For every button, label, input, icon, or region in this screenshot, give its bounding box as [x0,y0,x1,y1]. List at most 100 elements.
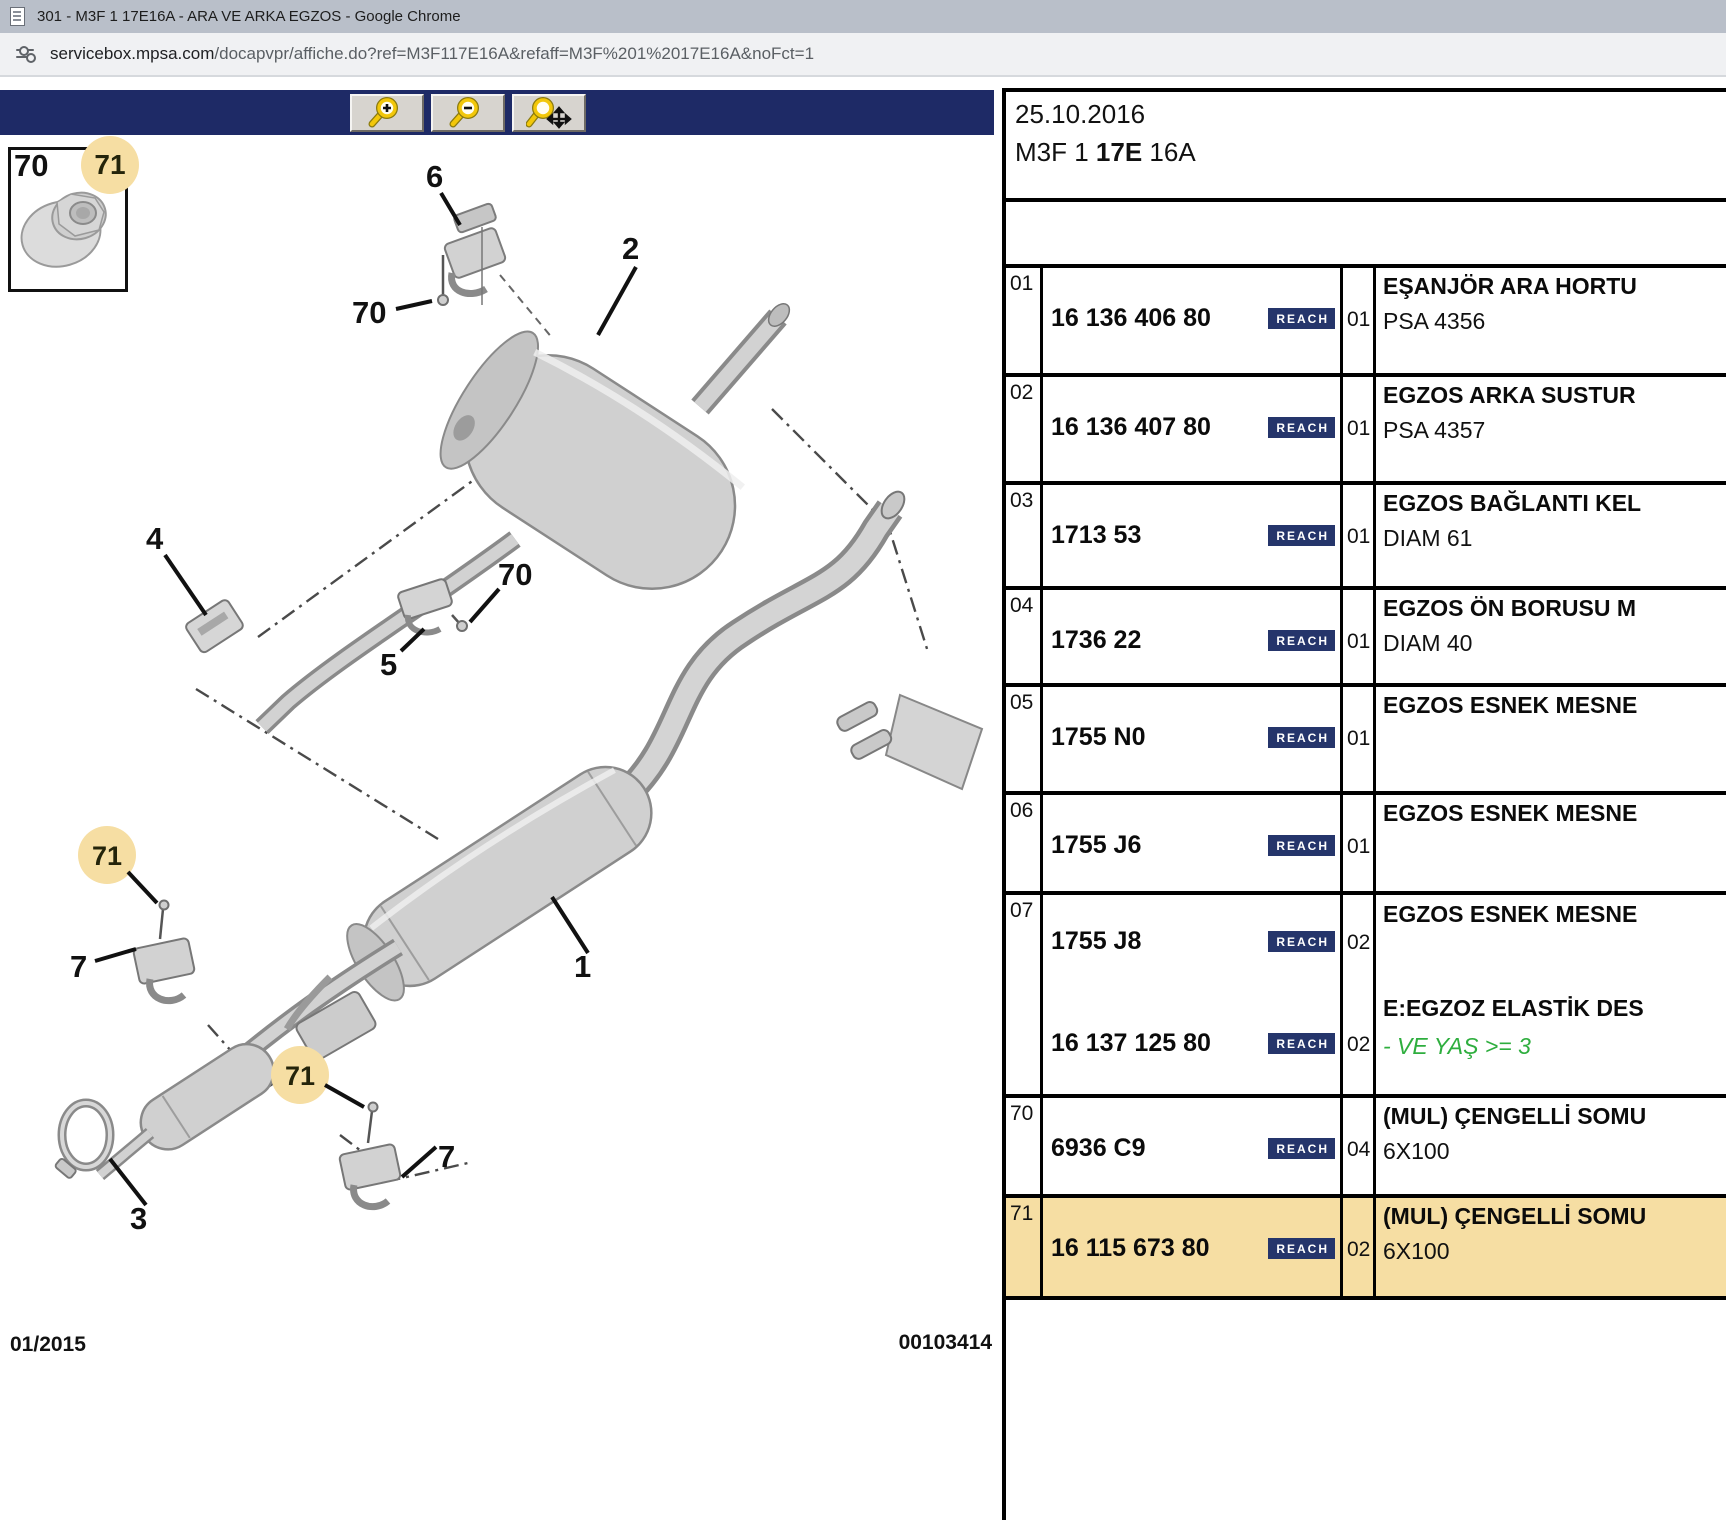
part-description: EGZOS ESNEK MESNE [1383,692,1638,718]
diagram-panel: 70 71 [0,77,994,1536]
bolt-71b [367,1101,379,1113]
callout-3: 3 [130,1201,147,1236]
middle-muffler [233,765,653,1067]
zoom-out-button[interactable] [431,93,505,132]
row-index: 71 [1006,1198,1043,1296]
window-titlebar: 301 - M3F 1 17E16A - ARA VE ARKA EGZOS -… [0,0,1726,33]
part-row-05[interactable]: 05 1755 N0 REACH 01 EGZOS ESNEK MESNE [1006,687,1726,795]
table-header: 25.10.2016 M3F 1 17E 16A [1006,88,1726,202]
window-title: 301 - M3F 1 17E16A - ARA VE ARKA EGZOS -… [37,8,461,25]
row-index: 05 [1006,687,1043,791]
part-description: EGZOS ARKA SUSTUR [1383,382,1636,408]
quantity: 01 [1347,630,1371,653]
url-path: /docapvpr/affiche.do?ref=M3F117E16A&refa… [214,44,815,63]
part-number: 1755 N0 [1051,723,1146,751]
reach-badge[interactable]: REACH [1268,835,1335,856]
part-description-2: DIAM 40 [1383,630,1473,656]
nut-70a [437,294,449,306]
part-row-71-selected[interactable]: 71 16 115 673 80 REACH 02 (MUL) ÇENGELLİ … [1006,1198,1726,1300]
reach-badge[interactable]: REACH [1268,1238,1335,1259]
diagram-number: 00103414 [898,1331,992,1354]
callout-1: 1 [574,949,591,984]
callout-7b: 7 [438,1139,455,1174]
ref-suffix: 16A [1142,137,1196,167]
table-left-border-tail [1006,1300,1726,1520]
highlight-circle-71b [271,1046,329,1104]
callout-70b: 70 [498,557,532,592]
url-text: servicebox.mpsa.com/docapvpr/affiche.do?… [50,44,814,64]
heat-shield-bracket [884,693,984,791]
quantity: 02 [1347,1238,1371,1261]
leader-lines [94,191,638,1207]
reach-badge[interactable]: REACH [1268,308,1335,329]
flanged-nut-illustration [20,191,107,268]
part-description: (MUL) ÇENGELLİ SOMU [1383,1103,1647,1129]
quantity: 01 [1347,525,1371,548]
reach-badge[interactable]: REACH [1268,1033,1335,1054]
document-icon [10,7,25,26]
doc-date: 25.10.2016 [1015,99,1146,129]
intermediate-pipe [606,490,984,807]
site-settings-icon[interactable] [16,46,36,63]
reach-badge[interactable]: REACH [1268,417,1335,438]
doc-reference: M3F 1 17E 16A [1015,135,1726,169]
zoom-in-icon [368,96,398,127]
ref-bold: 17E [1095,137,1143,167]
part-number: 16 136 407 80 [1051,413,1211,441]
quantity: 01 [1347,417,1371,440]
part-description: EGZOS ESNEK MESNE [1383,901,1638,927]
quantity: 01 [1347,308,1371,331]
reach-badge[interactable]: REACH [1268,525,1335,546]
address-bar[interactable]: servicebox.mpsa.com/docapvpr/affiche.do?… [0,33,1726,77]
part-description: EŞANJÖR ARA HORTU [1383,273,1637,299]
row-index: 06 [1006,795,1043,891]
part-description-2: 6X100 [1383,1138,1450,1164]
zoom-out-icon [449,96,479,127]
part-description-alt: E:EGZOZ ELASTİK DES [1383,995,1644,1021]
part-description-2: PSA 4356 [1383,308,1486,334]
inset-label-70: 70 [14,148,49,183]
reach-badge[interactable]: REACH [1268,931,1335,952]
nut-70b [456,620,468,632]
exhaust-diagram: 6 2 70 4 5 70 71 7 1 71 7 3 [54,159,984,1236]
highlight-circle-71a [78,826,136,884]
inset-highlight-71: 71 [81,136,139,194]
reach-badge[interactable]: REACH [1268,727,1335,748]
callout-4: 4 [146,521,164,556]
url-domain: servicebox.mpsa.com [50,44,215,63]
callout-71b: 71 [285,1061,315,1091]
zoom-pan-button[interactable] [512,93,586,132]
zoom-in-button[interactable] [350,93,424,132]
part-number: 16 136 406 80 [1051,304,1211,332]
condition-note: - VE YAŞ >= 3 [1383,1033,1531,1059]
reach-badge[interactable]: REACH [1268,630,1335,651]
ref-prefix: M3F 1 [1015,137,1096,167]
bolt-71a [158,899,170,911]
zoom-pan-icon [526,96,572,129]
reach-badge[interactable]: REACH [1268,1138,1335,1159]
quantity: 01 [1347,727,1371,750]
diagram-toolbar [0,90,994,135]
part-description: (MUL) ÇENGELLİ SOMU [1383,1203,1647,1229]
parts-table: 25.10.2016 M3F 1 17E 16A 01 16 136 406 8… [1002,88,1726,1520]
part-number: 6936 C9 [1051,1134,1146,1162]
part-description-2: DIAM 61 [1383,525,1473,551]
part-number: 1755 J8 [1051,927,1142,955]
part-description: EGZOS ESNEK MESNE [1383,800,1638,826]
part-description-2: PSA 4357 [1383,417,1486,443]
callout-2: 2 [622,231,639,266]
callout-70a: 70 [352,295,386,330]
quantity: 01 [1347,835,1371,858]
quantity: 04 [1347,1138,1371,1161]
legend-inset-box: 70 71 [8,136,139,292]
rear-muffler [255,303,791,734]
part-number: 1736 22 [1051,626,1142,654]
part-number: 16 115 673 80 [1051,1234,1210,1262]
